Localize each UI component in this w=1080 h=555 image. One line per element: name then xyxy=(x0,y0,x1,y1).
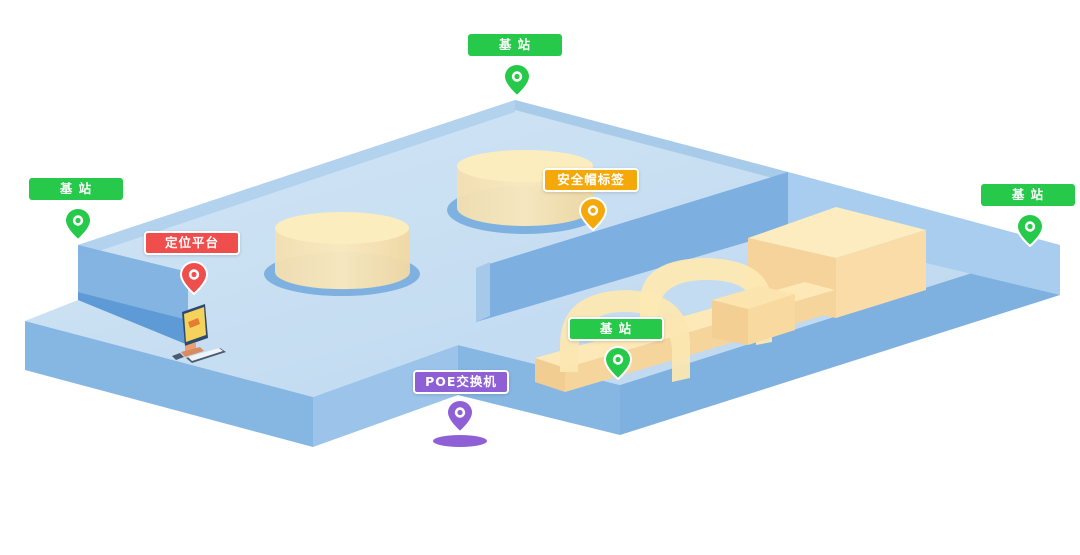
wall-partition-top xyxy=(476,172,788,322)
base-station-top-label: 基 站 xyxy=(468,34,562,56)
computer-icon xyxy=(181,304,208,357)
floor-side-right xyxy=(620,245,1060,435)
poe-switch-base xyxy=(433,435,487,447)
poe-switch-label: POE交换机 xyxy=(413,370,509,394)
floor-side-left xyxy=(25,321,313,447)
map-pin-icon xyxy=(579,197,607,231)
floor-side-inner xyxy=(458,345,620,435)
wall-left-front xyxy=(78,292,188,345)
map-pin-icon xyxy=(604,346,632,380)
base-station-center-label: 基 站 xyxy=(568,317,664,341)
map-pin-icon xyxy=(446,399,474,433)
base-station-right-label: 基 站 xyxy=(981,184,1075,206)
wall-left-outer xyxy=(78,100,515,258)
base-station-left-label: 基 站 xyxy=(29,178,123,200)
wall-left-side xyxy=(78,245,188,320)
map-pin-icon xyxy=(1016,213,1044,247)
helmet-tag-label: 安全帽标签 xyxy=(543,168,639,192)
map-pin-icon xyxy=(503,63,531,97)
production-line xyxy=(535,207,926,392)
map-pin-icon xyxy=(180,261,208,295)
map-pin-icon xyxy=(64,207,92,241)
wall-partition-edge xyxy=(476,262,490,322)
positioning-platform-label: 定位平台 xyxy=(144,231,240,255)
keyboard-icon xyxy=(172,348,226,363)
wall-back-right xyxy=(515,100,788,182)
tank-left xyxy=(264,212,420,296)
